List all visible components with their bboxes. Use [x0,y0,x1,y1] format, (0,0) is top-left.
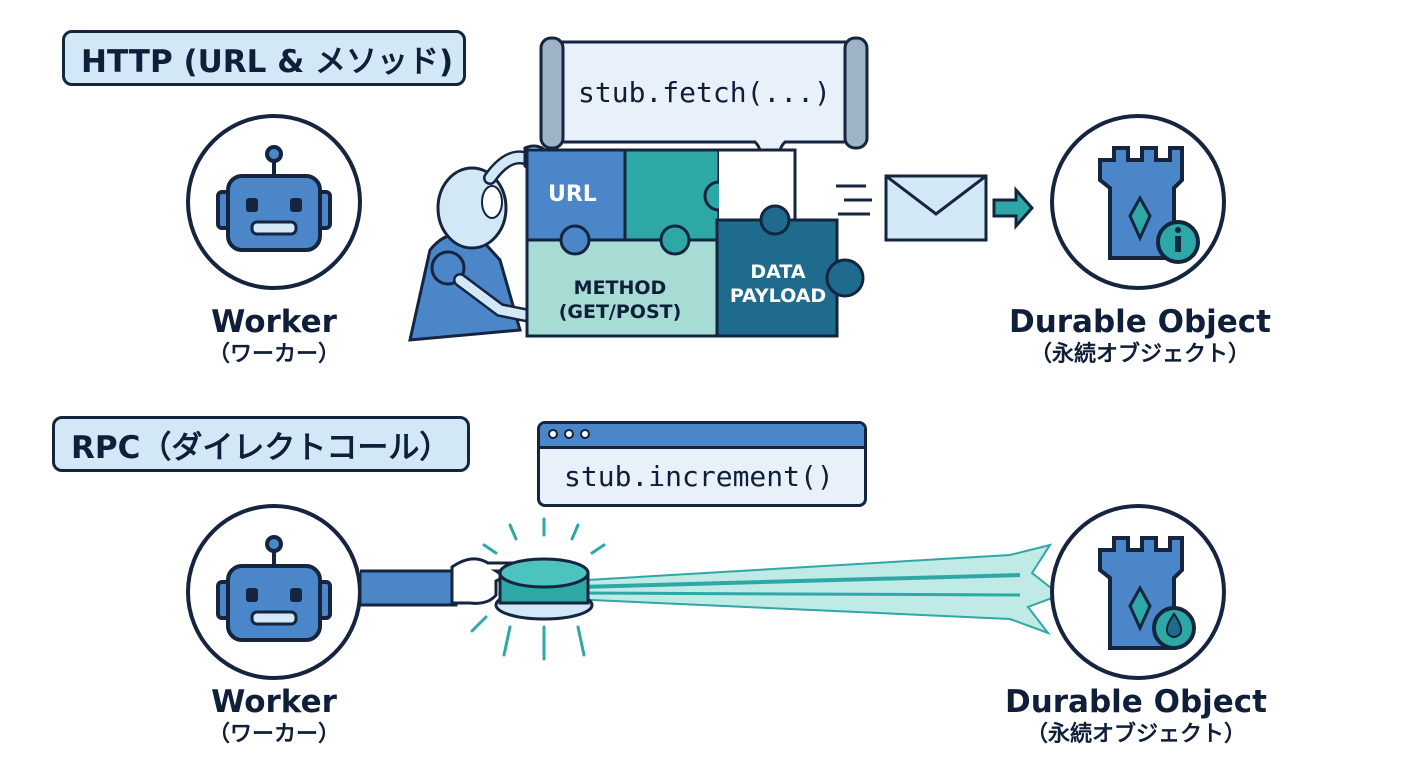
worker-node-rpc [186,504,362,680]
code-window [537,421,867,507]
http-section-label: HTTP (URL & メソッド) [62,30,466,86]
window-dot-icon [548,429,558,439]
durable-object-name: Durable Object [1008,304,1272,340]
method-label-line1: METHOD [573,277,667,299]
worker-name: Worker [211,684,337,720]
castle-info-icon [1098,146,1200,264]
worker-name: Worker [211,304,337,340]
rpc-button-icon [494,557,594,621]
direct-call-beam [360,517,1060,661]
arrow-icon [992,186,1035,230]
window-titlebar [540,424,864,449]
puzzle-pieces [525,148,865,338]
method-label-line2: (GET/POST) [558,301,682,323]
data-label-line1: DATA [750,261,806,283]
durable-object-caption-http: Durable Object （永続オブジェクト） [1000,304,1280,370]
durable-object-subname: （永続オブジェクト） [1025,722,1246,747]
fetch-code: stub.fetch(...) [578,76,831,109]
robot-icon [216,535,332,642]
durable-object-subname: （永続オブジェクト） [1029,342,1250,367]
durable-object-name: Durable Object [1004,684,1268,720]
worker-caption-rpc: Worker （ワーカー） [174,684,374,750]
method-piece-label: METHOD (GET/POST) [550,276,690,324]
window-dot-icon [564,429,574,439]
worker-subname: （ワーカー） [207,722,340,747]
url-piece-label: URL [548,182,597,207]
rpc-section-label: RPC（ダイレクトコール） [52,416,470,472]
increment-code: stub.increment() [564,460,834,493]
data-label-line2: PAYLOAD [729,285,827,307]
castle-drop-icon [1098,536,1196,650]
worker-node-http [186,114,362,290]
burst-lines [470,517,606,661]
robot-icon [216,145,332,252]
envelope-icon [836,174,1035,242]
worker-subname: （ワーカー） [207,342,340,367]
durable-object-node-rpc [1050,504,1226,680]
durable-object-caption-rpc: Durable Object （永続オブジェクト） [996,684,1276,750]
code-scroll [539,36,869,164]
window-dot-icon [580,429,590,439]
durable-object-node-http [1050,114,1226,290]
worker-caption-http: Worker （ワーカー） [174,304,374,370]
data-piece-label: DATA PAYLOAD [722,260,834,308]
